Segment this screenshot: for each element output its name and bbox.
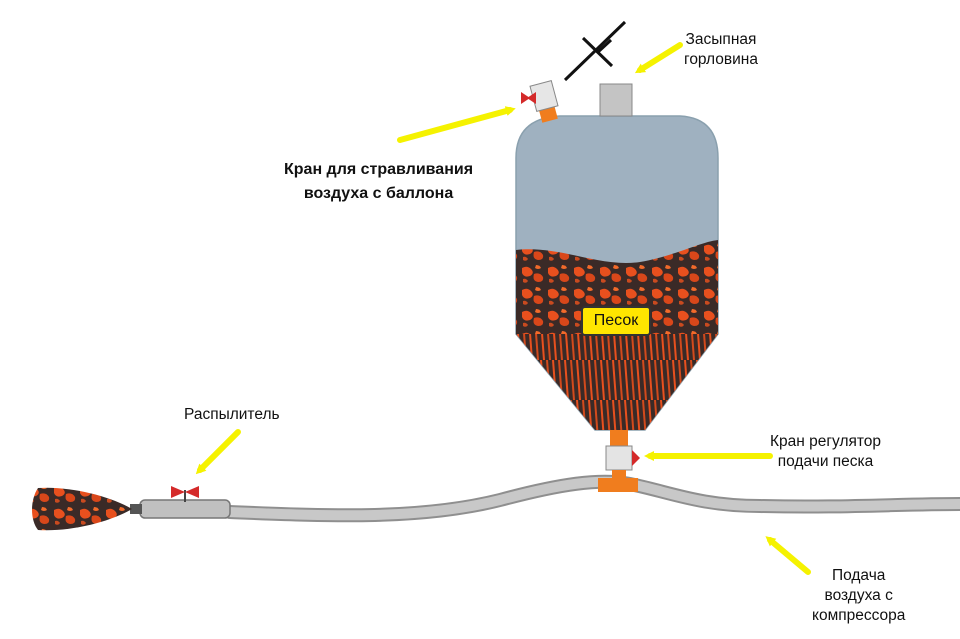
filler-neck (599, 83, 633, 117)
label-filler-neck: Засыпная горловина (684, 31, 758, 68)
sprayer-body (139, 499, 231, 519)
label-release-valve: Кран для стравливания воздуха с баллона (284, 161, 474, 202)
arrow-sprayer (195, 429, 241, 475)
label-air-supply: Подача воздуха с компрессора (812, 567, 906, 624)
arrows (195, 42, 811, 575)
arrow-air-supply (765, 536, 811, 575)
spray-jet (32, 487, 132, 531)
sand-tank (515, 115, 719, 431)
sprayer-valve-icon (171, 486, 199, 502)
sand-cone (516, 334, 718, 430)
label-sprayer: Распылитель (184, 406, 280, 423)
arrow-filler (634, 42, 683, 74)
arrow-release-valve (397, 106, 516, 143)
regulator-valve (598, 430, 640, 492)
release-valve (521, 79, 559, 123)
sand-fill (516, 240, 718, 334)
label-regulator-valve: Кран регулятор подачи песка (770, 433, 882, 470)
label-sand: Песок (581, 306, 651, 336)
filler-cap-icon (563, 20, 627, 82)
